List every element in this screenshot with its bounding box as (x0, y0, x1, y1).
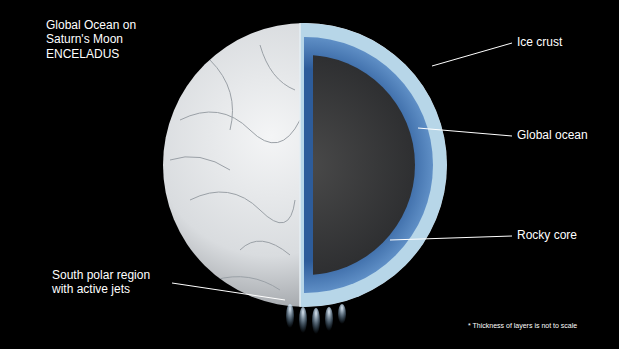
title: Global Ocean on Saturn's Moon ENCELADUS (46, 18, 151, 61)
part-label: Rocky core (517, 228, 577, 242)
region-label: South polar region with active jets (52, 268, 170, 297)
moon-surface (163, 23, 447, 307)
ice-crust (300, 23, 447, 307)
rocky-core (313, 55, 415, 275)
part-label: Ice crust (517, 35, 562, 49)
global-ocean (304, 37, 433, 293)
cut-edge (299, 20, 301, 310)
active-jets (286, 304, 346, 334)
scale-note: * Thickness of layers is not to scale (468, 322, 577, 330)
part-label: Global ocean (517, 128, 588, 142)
leader-lines (172, 43, 512, 300)
surface-cracks (170, 45, 300, 290)
